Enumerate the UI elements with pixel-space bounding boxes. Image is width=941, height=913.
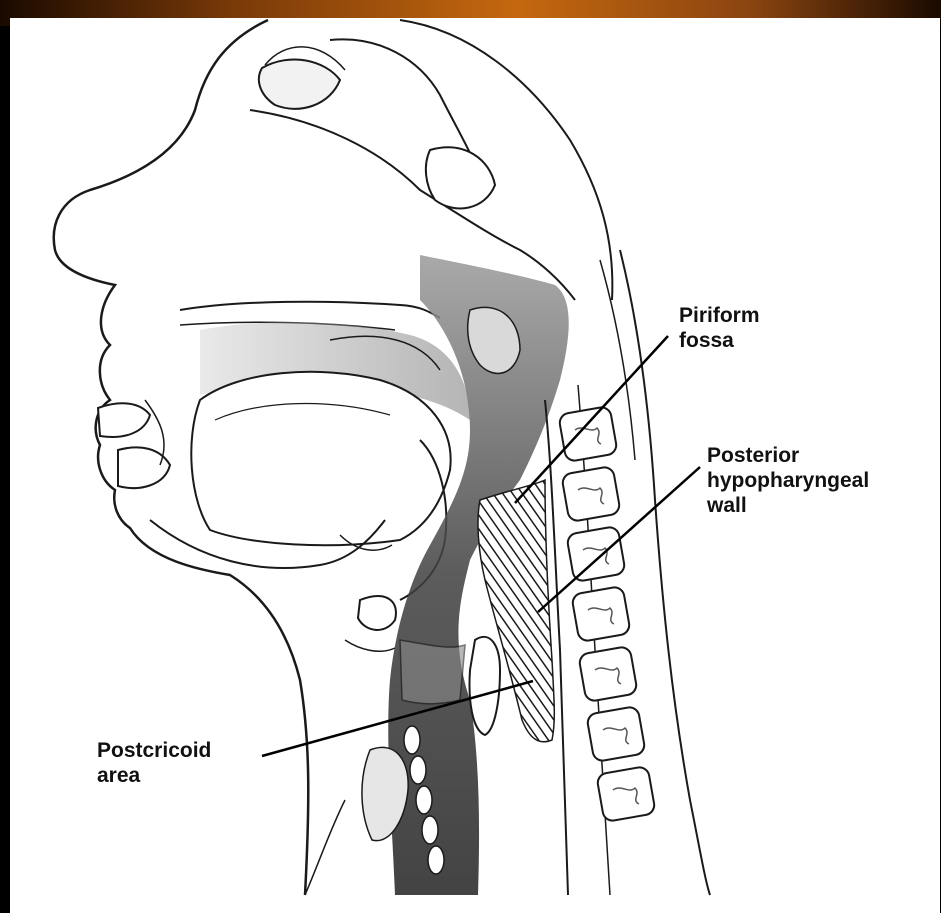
label-postcricoid-area: Postcricoid area bbox=[97, 738, 211, 788]
cricoid-cartilage bbox=[470, 637, 500, 735]
palate-outline bbox=[180, 302, 440, 318]
hyoid-bone bbox=[358, 596, 396, 630]
lower-lip bbox=[118, 447, 170, 488]
tongue-outline bbox=[191, 372, 450, 545]
cervical-spine bbox=[558, 406, 656, 822]
label-posterior-hypopharyngeal-wall: Posterior hypopharyngeal wall bbox=[707, 443, 869, 518]
nasal-cavity-outline bbox=[250, 110, 575, 300]
eye-outline bbox=[259, 59, 340, 108]
larynx-cartilage bbox=[400, 640, 465, 704]
label-piriform-fossa: Piriform fossa bbox=[679, 303, 760, 353]
upper-lip bbox=[98, 403, 150, 437]
